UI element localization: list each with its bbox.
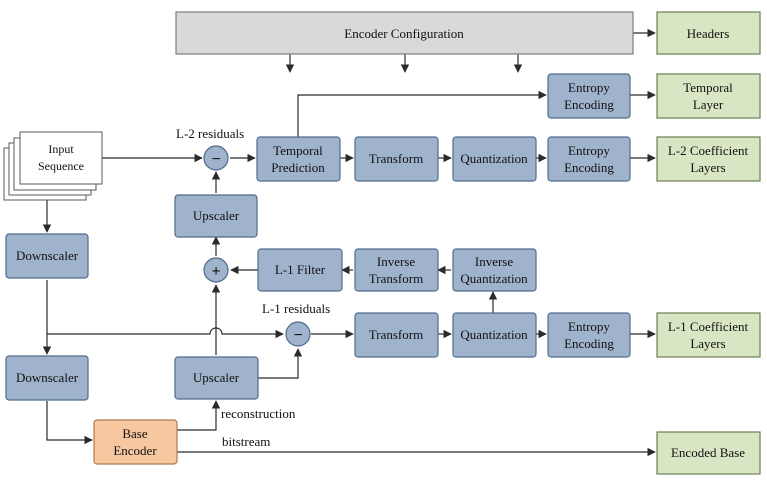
- l1-coefficient-line2: Layers: [690, 336, 725, 351]
- l1-subtract-node: −: [285, 321, 311, 347]
- upscaler-bottom-label: Upscaler: [193, 370, 240, 385]
- inverse-quantization-line1: Inverse: [475, 254, 513, 269]
- encoded-base-label: Encoded Base: [671, 445, 745, 460]
- base-encoder-line2: Encoder: [113, 443, 157, 458]
- input-sequence-line1: Input: [48, 142, 74, 156]
- entropy-temporal-line2: Encoding: [564, 97, 614, 112]
- l2-coefficient-layers-output: L-2 Coefficient Layers: [656, 136, 761, 182]
- l2-residuals-label: L-2 residuals: [176, 126, 244, 141]
- l1-coefficient-layers-output: L-1 Coefficient Layers: [656, 312, 761, 358]
- downscaler-2-block: Downscaler: [5, 355, 89, 401]
- downscaler-1-block: Downscaler: [5, 233, 89, 279]
- inverse-transform-line2: Transform: [369, 271, 423, 286]
- entropy-encoding-l1: Entropy Encoding: [547, 312, 631, 358]
- l2-coefficient-line1: L-2 Coefficient: [668, 143, 749, 158]
- l1-filter-block: L-1 Filter: [257, 248, 343, 292]
- upscaler-top-block: Upscaler: [174, 194, 258, 238]
- reconstruction-label: reconstruction: [221, 406, 296, 421]
- l1-filter-label: L-1 Filter: [275, 262, 326, 277]
- l1-residuals-label: L-1 residuals: [262, 301, 330, 316]
- quantization-l1-block: Quantization: [452, 312, 537, 358]
- entropy-temporal-line1: Entropy: [568, 80, 610, 95]
- quantization-l1-label: Quantization: [460, 327, 528, 342]
- temporal-layer-line2: Layer: [693, 97, 724, 112]
- entropy-l1-line2: Encoding: [564, 336, 614, 351]
- entropy-l2-line2: Encoding: [564, 160, 614, 175]
- downscaler-1-label: Downscaler: [16, 248, 79, 263]
- entropy-l2-line1: Entropy: [568, 143, 610, 158]
- l2-coefficient-line2: Layers: [690, 160, 725, 175]
- l1-coefficient-line1: L-1 Coefficient: [668, 319, 749, 334]
- base-encoder-line1: Base: [122, 426, 148, 441]
- upscaler-bottom-block: Upscaler: [174, 356, 259, 400]
- minus-sign-l2: −: [211, 151, 220, 168]
- encoded-base-output: Encoded Base: [656, 431, 761, 475]
- connection-lines: [42, 28, 656, 457]
- transform-l1-label: Transform: [369, 327, 423, 342]
- inverse-transform-line1: Inverse: [377, 254, 415, 269]
- temporal-prediction-line1: Temporal: [273, 143, 323, 158]
- headers-label: Headers: [687, 26, 730, 41]
- entropy-l1-line1: Entropy: [568, 319, 610, 334]
- inverse-quantization-line2: Quantization: [460, 271, 528, 286]
- bitstream-label: bitstream: [222, 434, 270, 449]
- minus-sign-l1: −: [293, 327, 302, 344]
- transform-l2-block: Transform: [354, 136, 439, 182]
- temporal-layer-line1: Temporal: [683, 80, 733, 95]
- add-node: +: [203, 257, 229, 283]
- encoder-configuration-label: Encoder Configuration: [344, 26, 464, 41]
- temporal-layer-output: Temporal Layer: [656, 73, 761, 119]
- quantization-l2-label: Quantization: [460, 151, 528, 166]
- entropy-encoding-temporal: Entropy Encoding: [547, 73, 631, 119]
- input-sequence-stack: Input Sequence: [3, 131, 103, 201]
- transform-l1-block: Transform: [354, 312, 439, 358]
- transform-l2-label: Transform: [369, 151, 423, 166]
- upscaler-top-label: Upscaler: [193, 208, 240, 223]
- inverse-quantization-block: Inverse Quantization: [452, 248, 537, 292]
- entropy-encoding-l2: Entropy Encoding: [547, 136, 631, 182]
- l2-subtract-node: −: [203, 145, 229, 171]
- temporal-prediction-line2: Prediction: [271, 160, 325, 175]
- quantization-l2-block: Quantization: [452, 136, 537, 182]
- plus-sign: +: [211, 263, 220, 280]
- inverse-transform-block: Inverse Transform: [354, 248, 439, 292]
- temporal-prediction-block: Temporal Prediction: [256, 136, 341, 182]
- base-encoder-block: Base Encoder: [93, 419, 178, 465]
- headers-output: Headers: [656, 11, 761, 55]
- encoder-configuration-block: Encoder Configuration: [175, 11, 634, 55]
- downscaler-2-label: Downscaler: [16, 370, 79, 385]
- input-sequence-line2: Sequence: [38, 159, 84, 173]
